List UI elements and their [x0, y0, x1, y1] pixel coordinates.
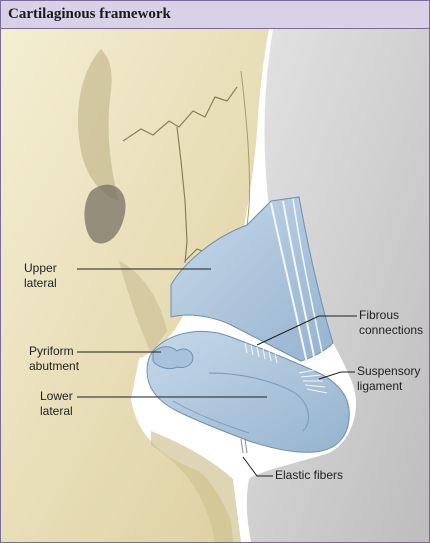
- suture-upper: [122, 86, 238, 142]
- septal-edge-1: [270, 202, 308, 364]
- label-suspensory-ligament: Suspensory ligament: [357, 364, 420, 394]
- fibrous-connections-fibers: [244, 342, 278, 364]
- lateral-crus-fold: [208, 372, 310, 432]
- label-pyriform-abutment-line1: Pyriform: [29, 344, 74, 358]
- elastic-fibers-strands: [240, 438, 248, 454]
- label-lower-lateral-line2: lateral: [40, 404, 73, 418]
- label-pyriform-abutment: Pyriform abutment: [29, 344, 79, 374]
- upper-lateral-cartilage: [170, 196, 334, 362]
- leader-fibrous-connections: [256, 315, 357, 346]
- septal-edge-2: [282, 200, 316, 362]
- leader-lines: [77, 268, 357, 477]
- title-bar: Cartilaginous framework: [1, 1, 429, 29]
- label-fibrous-connections-line1: Fibrous: [359, 308, 400, 322]
- label-suspensory-ligament-line1: Suspensory: [357, 364, 421, 378]
- skin-silhouette: [246, 29, 429, 542]
- label-suspensory-ligament-line2: ligament: [357, 379, 403, 393]
- figure-title: Cartilaginous framework: [8, 6, 171, 22]
- suspensory-ligament-fibers: [298, 368, 328, 394]
- lower-lateral-cartilage: [146, 331, 350, 453]
- label-lower-lateral: Lower lateral: [40, 389, 73, 419]
- nose-illustration: [1, 29, 429, 542]
- label-fibrous-connections: Fibrous connections: [359, 308, 423, 338]
- label-upper-lateral-line2: lateral: [24, 276, 57, 290]
- label-upper-lateral-line1: Upper: [24, 261, 57, 275]
- septal-edge-3: [292, 198, 324, 358]
- alar-rim: [172, 400, 250, 434]
- orbit-socket: [84, 184, 126, 244]
- label-pyriform-abutment-line2: abutment: [29, 359, 80, 373]
- leader-suspensory-ligament: [318, 371, 355, 380]
- pyriform-abutment-cartilage: [152, 346, 194, 370]
- label-fibrous-connections-line2: connections: [359, 323, 424, 337]
- maxilla-shadow: [151, 431, 241, 542]
- suture-vertical: [176, 126, 188, 264]
- leader-elastic-fibers: [242, 456, 273, 477]
- nasal-bone-edge: [240, 70, 251, 228]
- label-upper-lateral: Upper lateral: [24, 261, 57, 291]
- cheek-shadow: [119, 261, 167, 353]
- label-lower-lateral-line1: Lower: [40, 389, 73, 403]
- orbit-shadow: [77, 49, 119, 201]
- label-elastic-fibers: Elastic fibers: [275, 468, 344, 482]
